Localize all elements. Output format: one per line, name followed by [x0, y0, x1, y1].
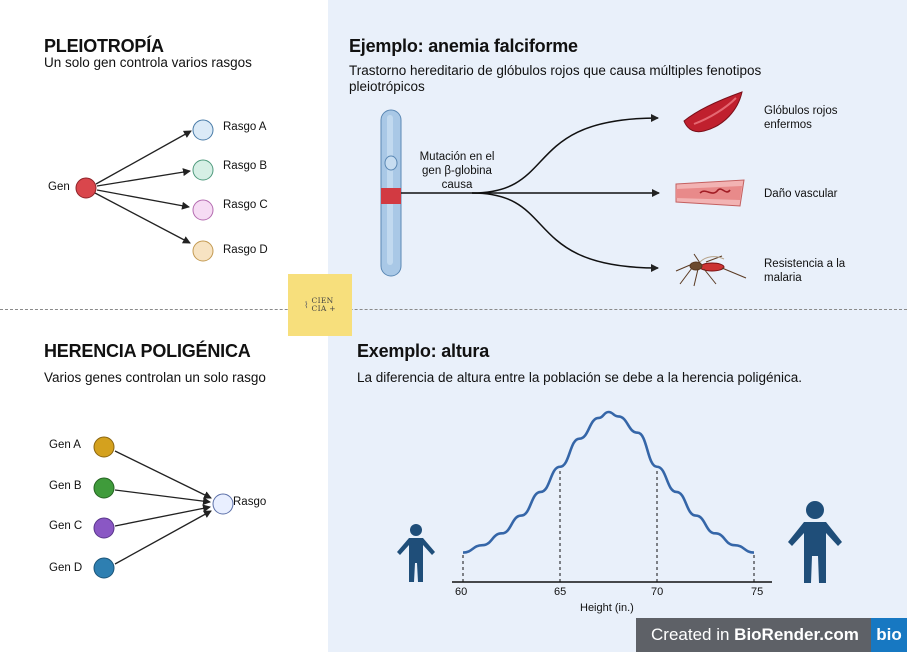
chromosome-icon	[380, 109, 402, 277]
height-distribution-curve	[462, 410, 755, 554]
sickle-title: Ejemplo: anemia falciforme	[349, 36, 578, 56]
dna-icon: ⌇	[304, 299, 309, 310]
arrow-from-gene-c	[114, 504, 211, 527]
sickle-cell-icon	[683, 91, 743, 133]
polygenic-title: HERENCIA POLIGÉNICA	[44, 341, 251, 361]
trait-b-label: Rasgo B	[223, 160, 268, 172]
pleiotropy-arrows	[94, 130, 192, 244]
logo-line-2: CIA +	[311, 304, 336, 313]
mosquito-icon	[675, 253, 747, 287]
watermark-prefix: Created in	[651, 625, 735, 644]
watermark-brand: BioRender.com	[734, 625, 859, 644]
arrow-from-gene-a	[114, 450, 212, 499]
trait-node	[212, 493, 234, 515]
outcome-sickle-cells: Glóbulos rojos enfermos	[764, 105, 838, 131]
trait-label: Rasgo	[233, 496, 267, 508]
logo-text: CIEN CIA +	[312, 297, 336, 313]
blood-vessel-icon	[675, 179, 745, 207]
arrow-to-malaria	[471, 192, 659, 272]
trait-c-label: Rasgo C	[223, 199, 268, 211]
trait-c-node	[192, 199, 214, 221]
trait-a-node	[192, 119, 214, 141]
gene-b-node	[93, 477, 115, 499]
gene-a-label: Gen A	[49, 439, 81, 451]
arrow-to-trait-c	[96, 189, 190, 210]
gene-b-label: Gen B	[49, 480, 82, 492]
gene-d-node	[93, 557, 115, 579]
gene-a-node	[93, 436, 115, 458]
tick-label-65: 65	[554, 586, 567, 598]
trait-b-node	[192, 159, 214, 181]
gene-node	[75, 177, 97, 199]
tick-label-60: 60	[455, 586, 468, 598]
outcome-vascular-damage: Daño vascular	[764, 188, 838, 200]
tick-label-70: 70	[651, 586, 664, 598]
biorender-watermark[interactable]: Created in BioRender.com bio	[636, 618, 907, 652]
watermark-text: Created in BioRender.com	[636, 625, 859, 645]
tall-person-icon	[788, 501, 842, 583]
height-title: Exemplo: altura	[357, 341, 490, 361]
sickle-subtitle: Trastorno hereditario de glóbulos rojos …	[349, 63, 762, 94]
arrow-to-trait-b	[96, 168, 191, 187]
polygenic-subtitle: Varios genes controlan un solo rasgo	[44, 370, 266, 385]
mutation-text: Mutación en el gen β-globina causa	[419, 151, 495, 191]
logo-line-1: CIEN	[311, 296, 334, 305]
trait-d-node	[192, 240, 214, 262]
height-chart	[452, 410, 772, 583]
x-axis-label: Height (in.)	[580, 602, 634, 614]
outcome-malaria-resistance: Resistencia a la malaria	[764, 258, 846, 284]
trait-a-label: Rasgo A	[223, 121, 267, 133]
short-person-icon	[397, 524, 435, 582]
sickle-arrows	[401, 114, 660, 272]
gene-c-label: Gen C	[49, 520, 83, 532]
arrow-to-trait-a	[95, 130, 192, 185]
pleiotropy-title: PLEIOTROPÍA	[44, 36, 164, 56]
ciencia-logo: ⌇ CIEN CIA +	[288, 274, 352, 336]
arrow-to-sickle-cells	[471, 114, 659, 194]
polygenic-arrows	[114, 450, 212, 565]
arrow-from-gene-b	[114, 489, 211, 506]
gene-d-label: Gen D	[49, 562, 83, 574]
gene-c-node	[93, 517, 115, 539]
pleiotropy-subtitle: Un solo gen controla varios rasgos	[44, 55, 252, 70]
height-subtitle: La diferencia de altura entre la poblaci…	[357, 370, 803, 385]
trait-d-label: Rasgo D	[223, 244, 268, 256]
biorender-badge: bio	[871, 618, 907, 652]
gene-label: Gen	[48, 181, 70, 193]
tick-label-75: 75	[751, 586, 764, 598]
section-divider	[0, 309, 907, 310]
arrow-to-trait-d	[94, 192, 191, 244]
arrow-from-gene-d	[114, 510, 212, 565]
